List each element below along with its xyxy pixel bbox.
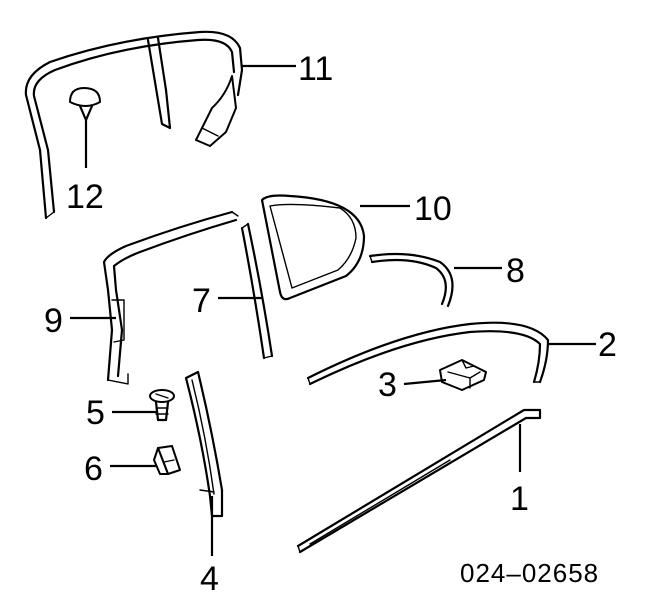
callout-10: 10 [414,190,452,228]
callout-7: 7 [192,282,211,320]
reference-code: 024–02658 [460,558,599,588]
part-1-sill-molding [296,408,542,554]
callout-2: 2 [598,326,617,364]
callout-1: 1 [510,480,529,518]
callout-11: 11 [298,50,333,88]
callout-3: 3 [378,366,397,404]
part-2-roof-molding [306,321,550,386]
callout-labels: 1 2 3 4 5 6 7 8 9 10 11 12 [44,50,617,598]
leader-3 [403,378,447,386]
part-5-screw [149,389,175,422]
part-6-clip [153,445,181,475]
callout-4: 4 [200,560,219,598]
callout-8: 8 [506,252,525,290]
part-9-door-frame-seal [102,210,239,385]
callout-9: 9 [44,302,63,340]
part-3-retaining-clip [439,359,487,391]
callout-5: 5 [86,394,105,432]
part-4-lower-pillar-seal [184,370,224,518]
part-8-quarter-seal [368,252,454,308]
callout-12: 12 [66,178,104,216]
part-7-pillar-strip [240,222,274,360]
part-11-window-frame-seal [24,30,244,220]
part-12-push-clip [69,87,101,122]
part-10-quarter-window [260,194,366,301]
callout-6: 6 [84,450,103,488]
leader-lines [70,64,596,556]
